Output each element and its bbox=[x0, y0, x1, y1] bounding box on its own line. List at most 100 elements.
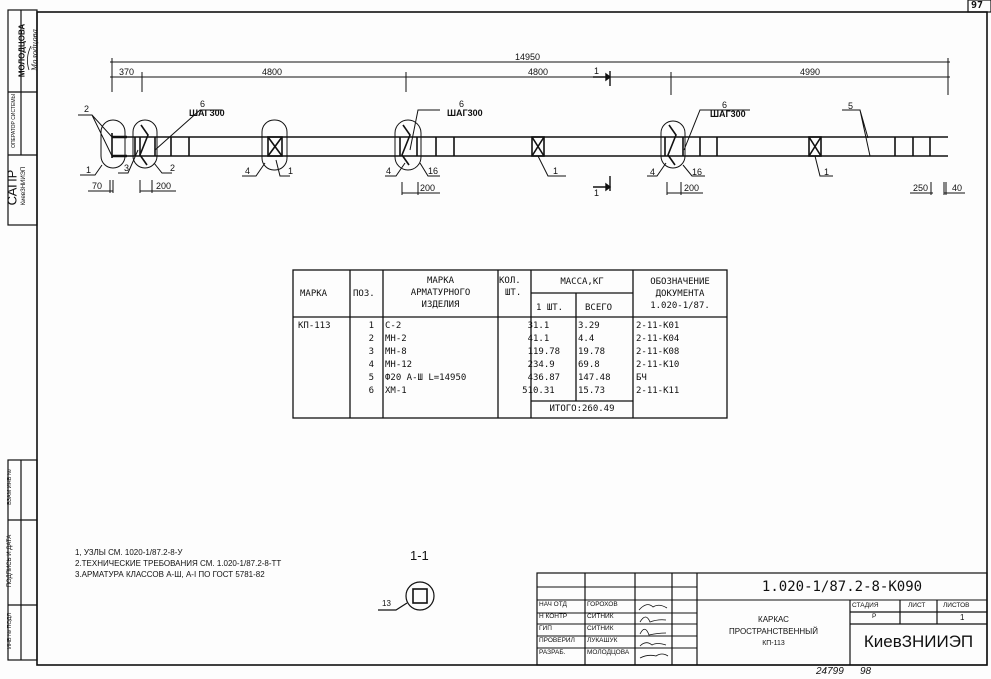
left-stamp-top bbox=[7, 9, 38, 226]
cell-item: МН-8 bbox=[385, 347, 407, 357]
cell-qty: 2 bbox=[527, 360, 533, 370]
cell-doc: БЧ bbox=[636, 373, 647, 383]
cell-one: 19.78 bbox=[533, 347, 561, 357]
sheets-value: 1 bbox=[960, 613, 965, 622]
cell-qty: 1 bbox=[527, 347, 533, 357]
th-mass-one: 1 ШТ. bbox=[536, 303, 564, 313]
cell-one: 0.31 bbox=[533, 386, 555, 396]
callout: 1 bbox=[288, 166, 294, 176]
cell-one: 36.87 bbox=[533, 373, 561, 383]
step-label: ШАГ300 bbox=[710, 109, 746, 119]
cell-poz: 2 bbox=[368, 334, 374, 344]
spec-table-lines bbox=[292, 269, 728, 419]
th-marka: МАРКА bbox=[300, 289, 328, 299]
org-name: КиевЗНИИЭП bbox=[863, 632, 974, 651]
stamp-operator: ОПЕРАТОР СИСТЕМЫ bbox=[11, 94, 17, 148]
th-qty-2: ШТ. bbox=[505, 288, 522, 298]
cell-qty: 4 bbox=[527, 334, 533, 344]
th-item-2: АРМАТУРНОГО bbox=[410, 288, 471, 298]
callout: 6 bbox=[200, 99, 206, 109]
cell-one: 34.9 bbox=[533, 360, 555, 370]
th-doc-3: 1.020-1/87. bbox=[650, 301, 710, 311]
small-dimensions bbox=[88, 180, 965, 195]
dim-70: 70 bbox=[92, 181, 103, 191]
note-3: 3.АРМАТУРА КЛАССОВ А-Ш, А-I ПО ГОСТ 5781… bbox=[75, 570, 265, 579]
title-line-3: КП-113 bbox=[762, 640, 785, 647]
callout: 1 bbox=[86, 165, 92, 175]
callout: 16 bbox=[692, 167, 703, 177]
section-callout: 13 bbox=[382, 599, 391, 608]
title-role: ГИП bbox=[539, 625, 552, 632]
cell-poz: 1 bbox=[368, 321, 374, 331]
cell-total: 19.78 bbox=[578, 347, 606, 357]
drawing-code: 1.020-1/87.2-8-К090 bbox=[761, 579, 923, 595]
section-1-1 bbox=[378, 581, 435, 611]
sheet-number: 97 bbox=[971, 0, 984, 11]
cell-total: 3.29 bbox=[578, 321, 600, 331]
callout: 6 bbox=[722, 100, 728, 110]
dim-4800-a: 4800 bbox=[262, 67, 283, 77]
cell-item: МН-12 bbox=[385, 360, 413, 370]
callout: 16 bbox=[428, 166, 439, 176]
footer-inv: 24799 bbox=[816, 666, 844, 677]
stamp-inv: ИНВ № ПОДЛ bbox=[7, 613, 13, 649]
callout: 5 bbox=[848, 101, 854, 111]
cell-one: 1.1 bbox=[533, 321, 550, 331]
title-name: ГОРОХОВ bbox=[587, 601, 618, 608]
th-item-1: МАРКА bbox=[426, 276, 455, 286]
callout: 3 bbox=[124, 163, 130, 173]
cell-poz: 6 bbox=[368, 386, 374, 396]
section-mark-top: 1 bbox=[594, 66, 600, 76]
cell-doc: 2-11-К08 bbox=[636, 347, 680, 357]
callout: 4 bbox=[245, 166, 251, 176]
cell-item: ХМ-1 bbox=[385, 386, 407, 396]
callout: 1 bbox=[824, 167, 830, 177]
cell-item: С-2 bbox=[385, 321, 402, 331]
spec-total: ИТОГО:260.49 bbox=[549, 404, 615, 414]
stamp-name: МОЛОДЦОВА bbox=[17, 23, 27, 78]
dim-370: 370 bbox=[119, 67, 135, 77]
stamp-org: КиевЗНИИЭП bbox=[21, 166, 27, 206]
section-mark-bottom: 1 bbox=[594, 188, 600, 198]
cell-total: 4.4 bbox=[578, 334, 595, 344]
title-role: РАЗРАБ. bbox=[539, 649, 566, 656]
cell-qty: 51 bbox=[522, 386, 533, 396]
stage-value: Р bbox=[872, 613, 877, 620]
cell-total: 15.73 bbox=[578, 386, 606, 396]
callout: 2 bbox=[170, 163, 176, 173]
cell-poz: 3 bbox=[368, 347, 374, 357]
th-doc-2: ДОКУМЕНТА bbox=[655, 289, 705, 299]
note-1: 1, УЗЛЫ СМ. 1020-1/87.2-8-У bbox=[75, 548, 183, 557]
dim-250: 250 bbox=[913, 183, 929, 193]
th-poz: ПОЗ. bbox=[353, 289, 375, 299]
stamp-sapr: САПР bbox=[4, 169, 20, 206]
callout: 4 bbox=[650, 167, 656, 177]
th-item-3: ИЗДЕЛИЯ bbox=[421, 300, 460, 310]
title-role: Н КОНТР bbox=[539, 613, 568, 620]
stamp-signature: Молодцова bbox=[31, 29, 39, 71]
title-role: НАЧ ОТД bbox=[539, 601, 567, 608]
sheets-label: ЛИСТОВ bbox=[943, 602, 970, 609]
th-mass-total: ВСЕГО bbox=[585, 303, 613, 313]
title-role: ПРОВЕРИЛ bbox=[539, 637, 575, 644]
left-stamp-bottom bbox=[7, 459, 38, 661]
title-name: МОЛОДЦОВА bbox=[587, 649, 630, 656]
title-line-1: КАРКАС bbox=[758, 615, 789, 624]
th-doc-1: ОБОЗНАЧЕНИЕ bbox=[650, 277, 710, 287]
cell-doc: 2-11-К11 bbox=[636, 386, 680, 396]
callout: 2 bbox=[84, 104, 90, 114]
sheet-label: ЛИСТ bbox=[908, 602, 926, 609]
stamp-podpis: ПОДПИСЬ И ДАТА bbox=[7, 534, 13, 588]
cell-poz: 4 bbox=[368, 360, 374, 370]
cell-item: МН-2 bbox=[385, 334, 407, 344]
cell-doc: 2-11-К10 bbox=[636, 360, 680, 370]
note-2: 2.ТЕХНИЧЕСКИЕ ТРЕБОВАНИЯ СМ. 1.020-1/87.… bbox=[75, 559, 282, 568]
dim-4990: 4990 bbox=[800, 67, 821, 77]
dim-200-a: 200 bbox=[156, 181, 172, 191]
node-outlines bbox=[100, 119, 686, 171]
dim-4800-b: 4800 bbox=[528, 67, 549, 77]
signatures bbox=[27, 45, 669, 659]
title-name: ЛУКАШУК bbox=[587, 637, 618, 644]
